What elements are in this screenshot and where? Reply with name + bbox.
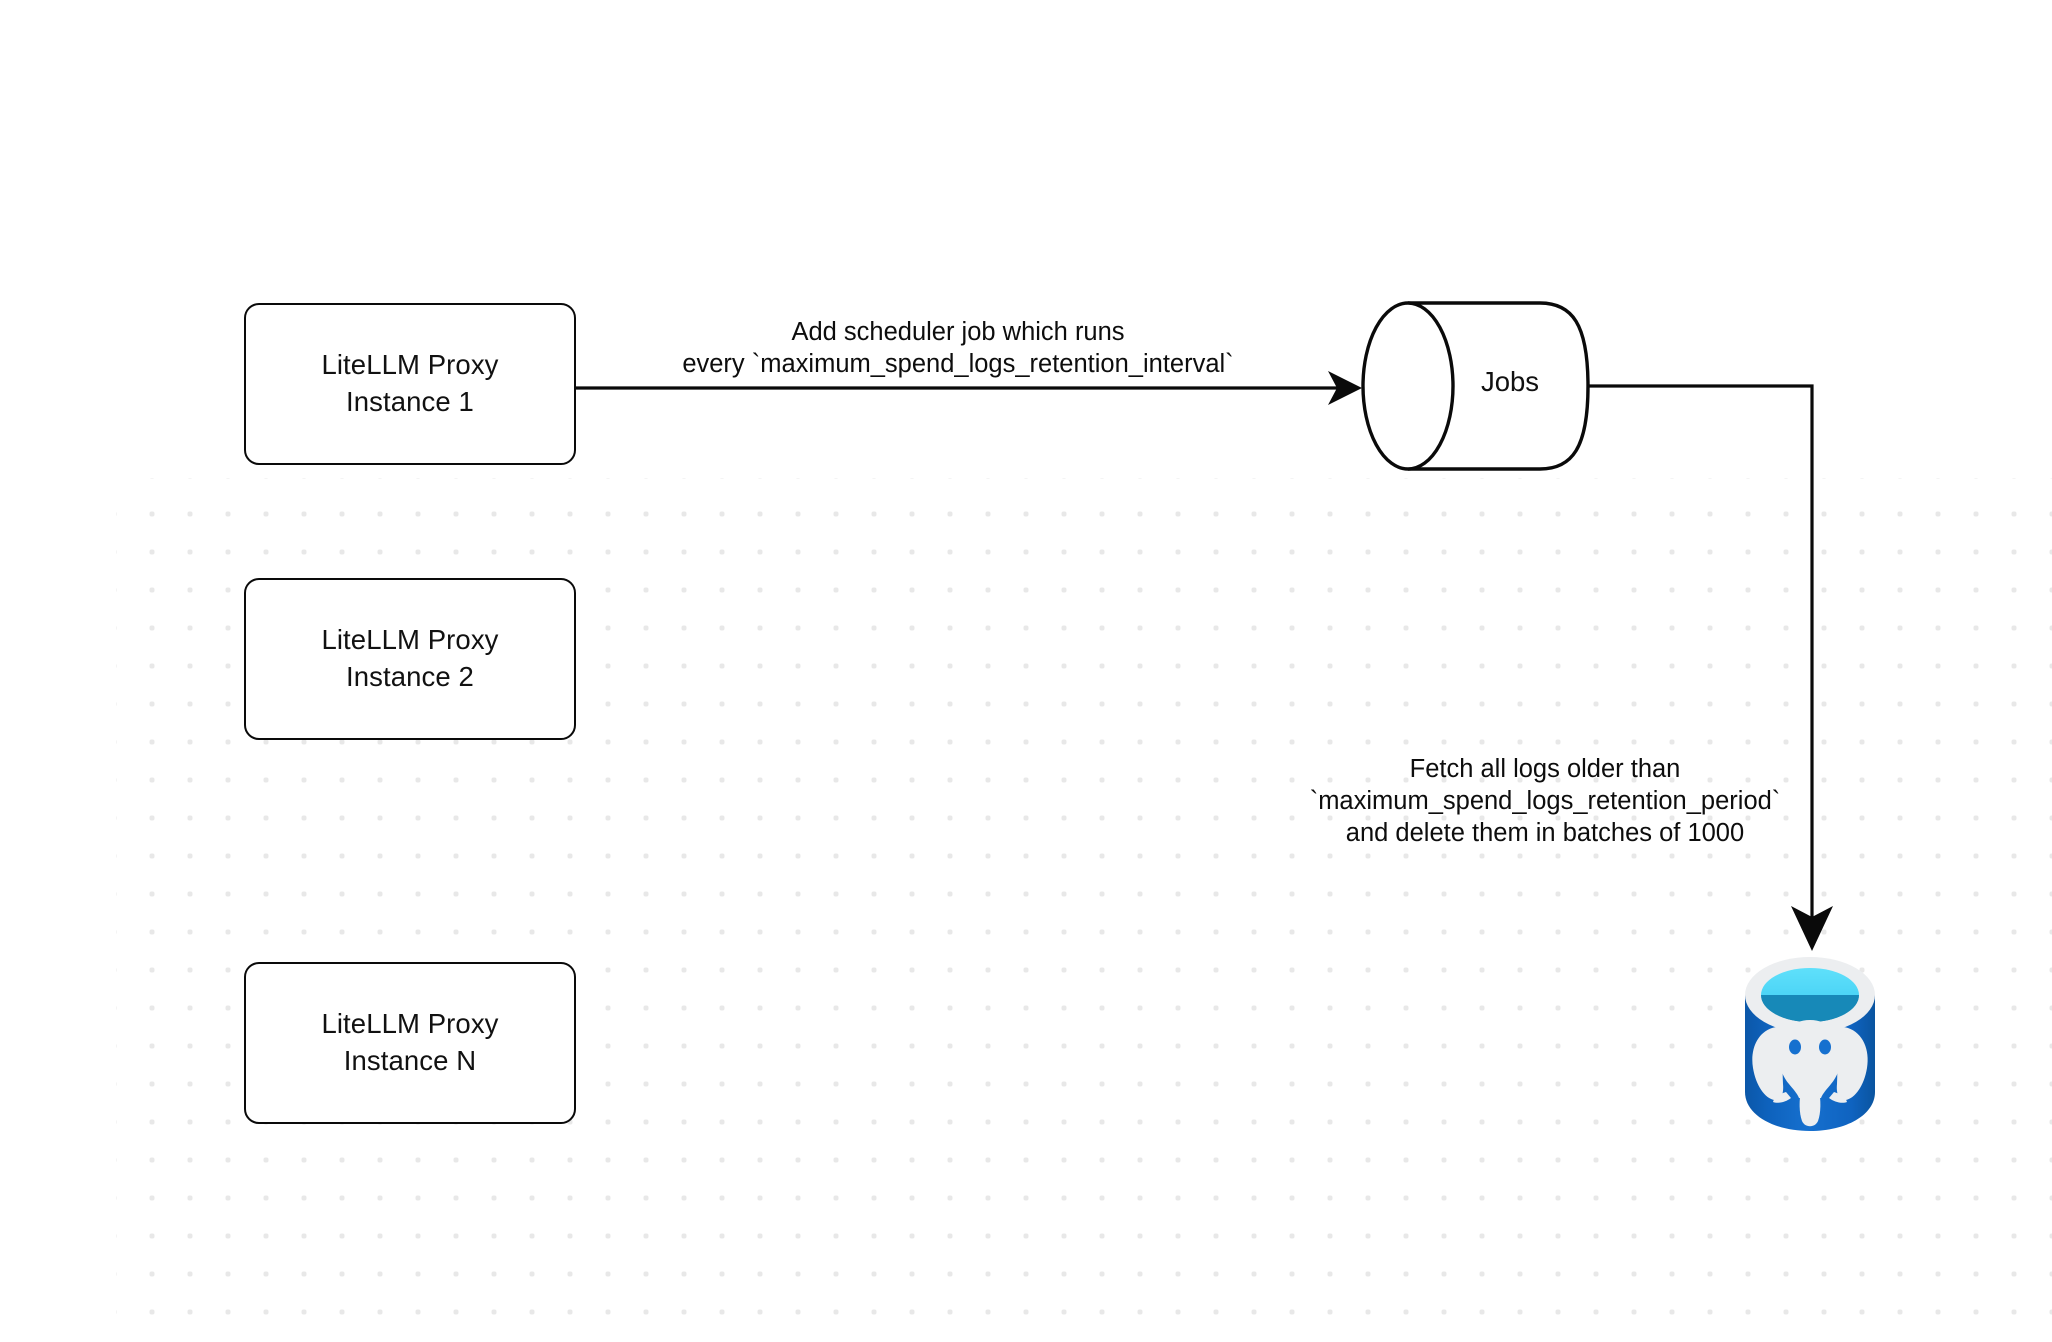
connector-proxy1-to-jobs bbox=[575, 371, 1362, 405]
arrow-head-right-icon bbox=[1328, 371, 1362, 405]
edge-label-line1: Fetch all logs older than bbox=[1409, 755, 1681, 783]
node-label-line2: Instance N bbox=[343, 1045, 477, 1076]
edge-label-fetch-and-delete-logs: Fetch all logs older than `maximum_spend… bbox=[1255, 753, 1835, 849]
edge-label-line2: every `maximum_spend_logs_retention_inte… bbox=[682, 350, 1234, 379]
arrow-head-down-icon bbox=[1791, 906, 1833, 951]
elephant-glyph-icon bbox=[1752, 1020, 1868, 1127]
edge-label-add-scheduler-job: Add scheduler job which runs every `maxi… bbox=[608, 316, 1308, 380]
edge-label-line2: `maximum_spend_logs_retention_period` bbox=[1309, 787, 1781, 816]
node-label-jobs: Jobs bbox=[1480, 366, 1540, 397]
node-label-line1: LiteLLM Proxy bbox=[321, 624, 499, 656]
node-label-line1: LiteLLM Proxy bbox=[321, 349, 499, 381]
postgresql-database-icon[interactable] bbox=[1745, 957, 1875, 1131]
edge-label-line3: and delete them in batches of 1000 bbox=[1345, 819, 1745, 848]
node-litellm-proxy-instance-2[interactable]: LiteLLM Proxy Instance 2 bbox=[244, 578, 576, 740]
node-litellm-proxy-instance-1[interactable]: LiteLLM Proxy Instance 1 bbox=[244, 303, 576, 465]
node-label-line1: LiteLLM Proxy bbox=[321, 1008, 499, 1040]
node-litellm-proxy-instance-n[interactable]: LiteLLM Proxy Instance N bbox=[244, 962, 576, 1124]
edge-label-line1: Add scheduler job which runs bbox=[791, 318, 1125, 346]
node-label-line2: Instance 2 bbox=[346, 661, 474, 692]
connector-jobs-to-database bbox=[1588, 384, 1833, 951]
node-label-line2: Instance 1 bbox=[346, 386, 474, 417]
jobs-cylinder-shape[interactable] bbox=[1361, 301, 1590, 471]
